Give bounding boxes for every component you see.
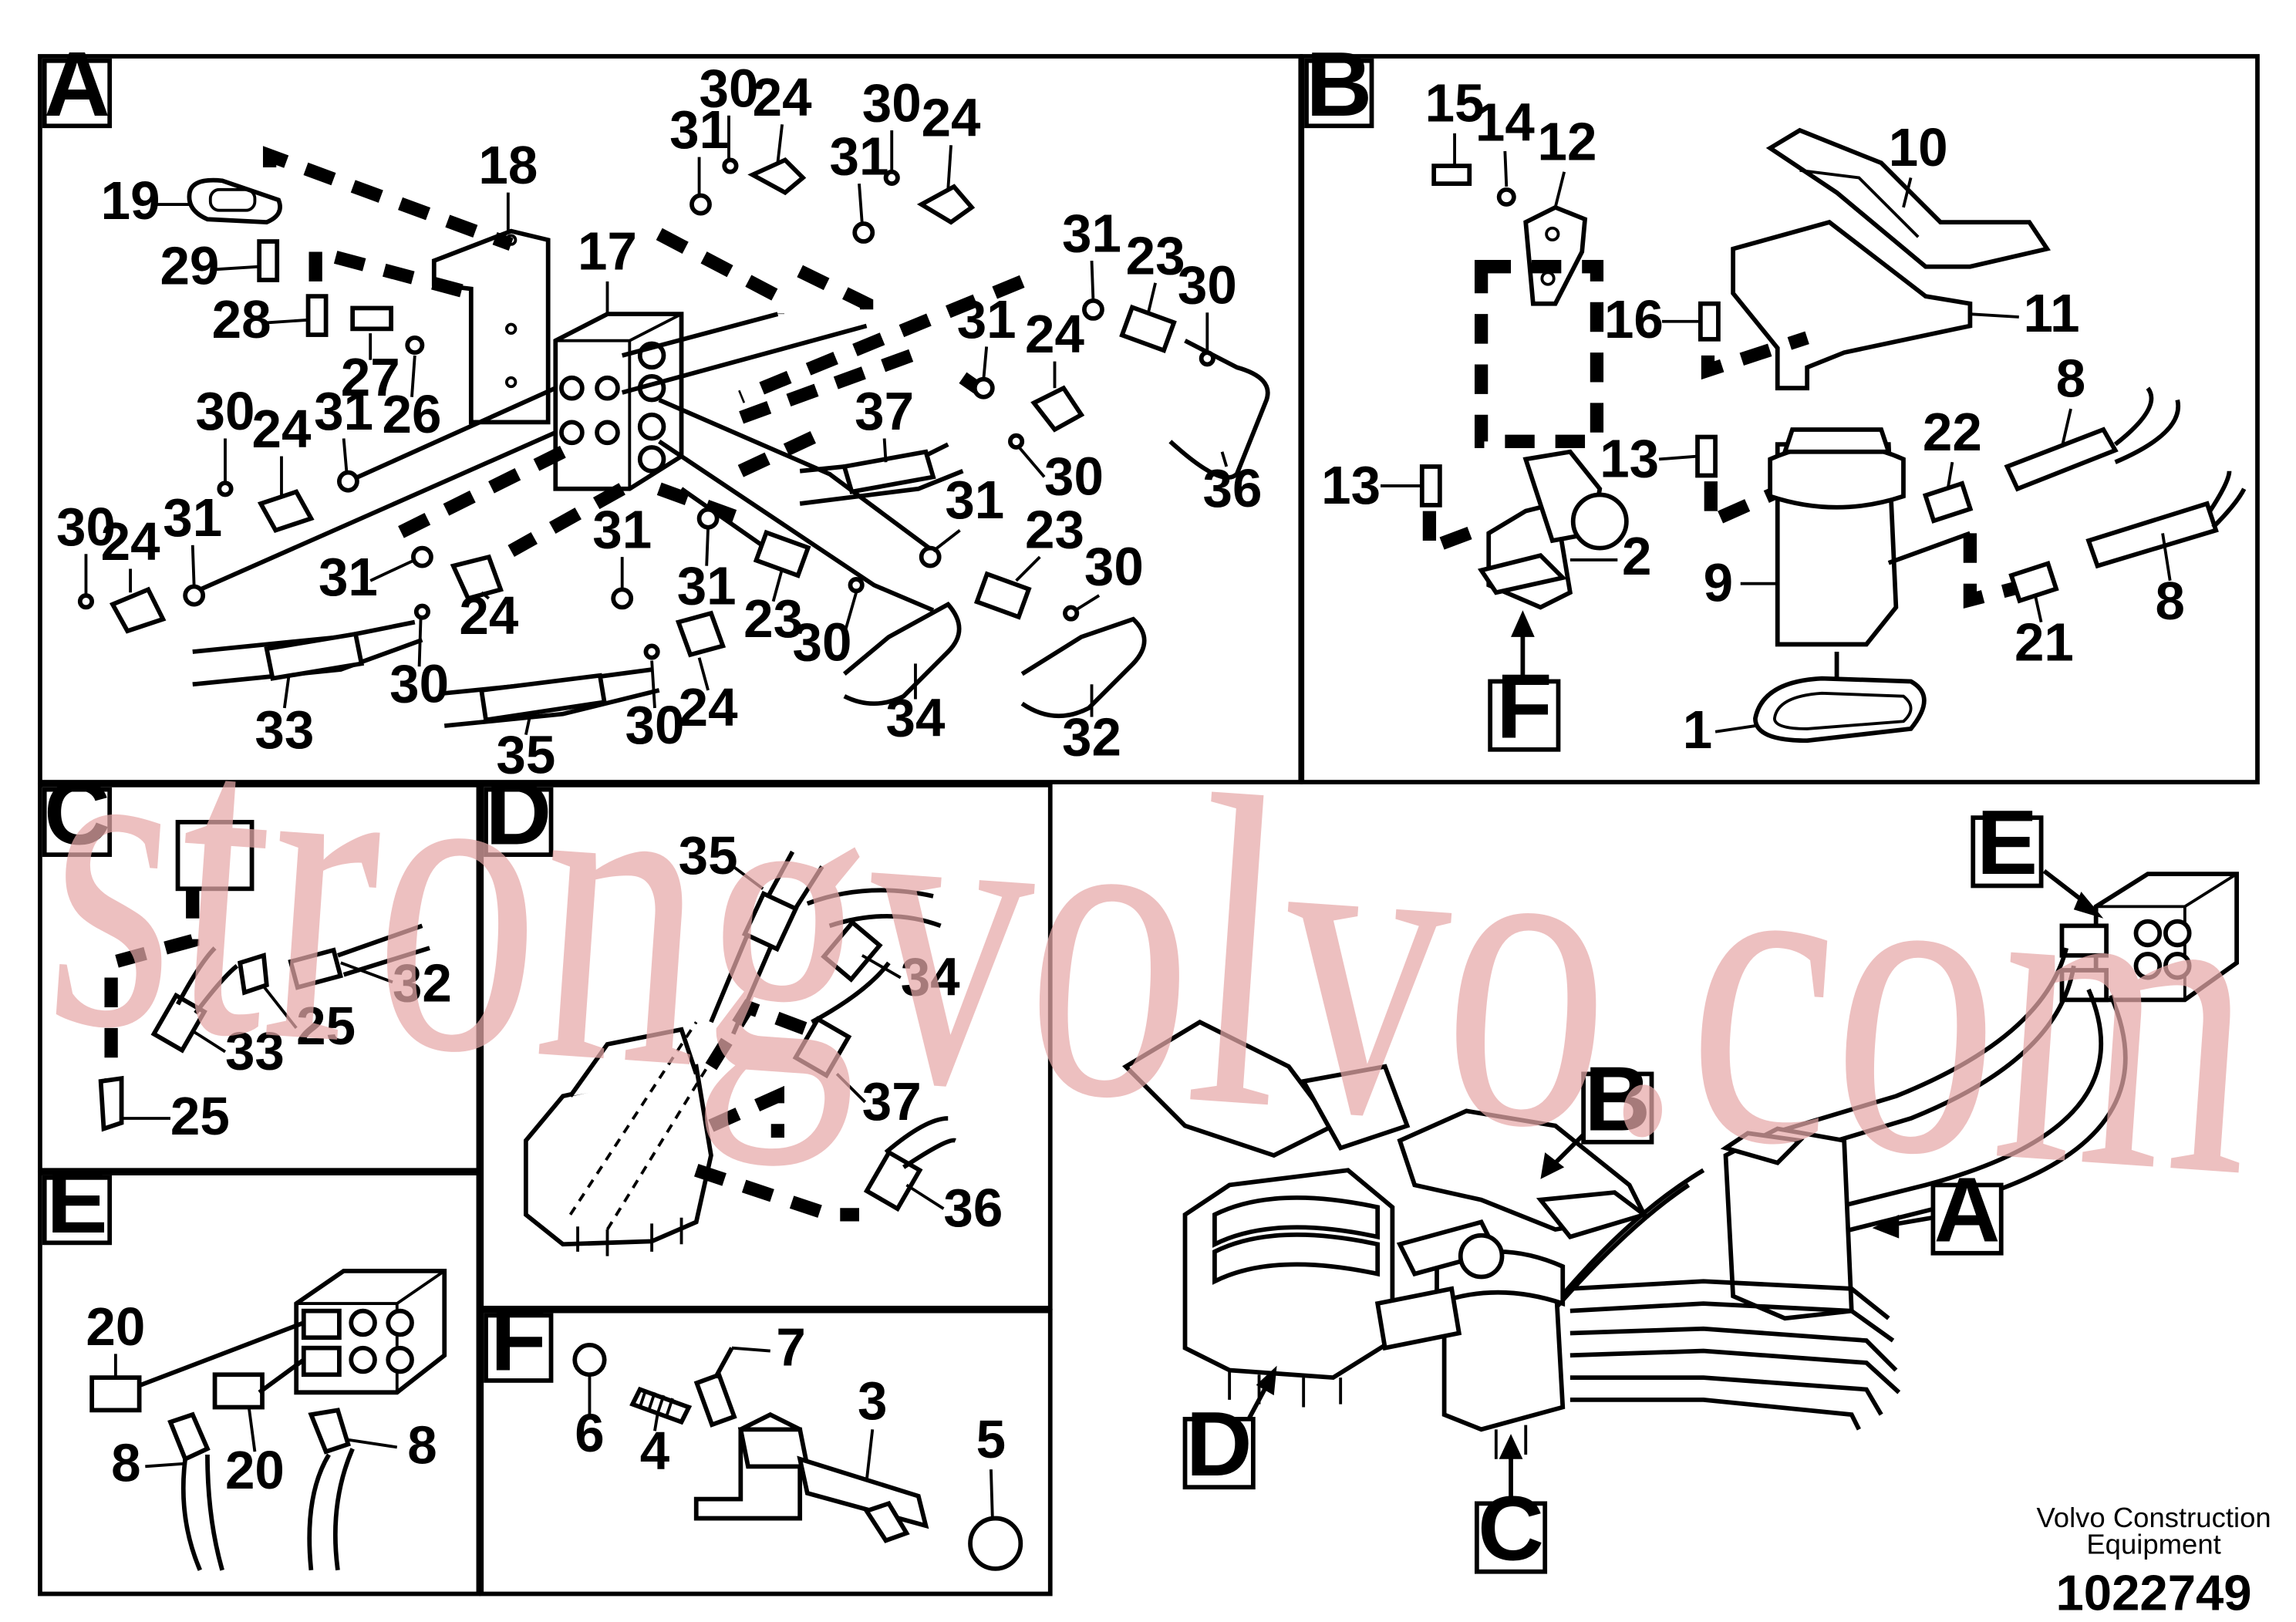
label-a-31d: 31 xyxy=(957,289,1017,349)
panel-e-artwork xyxy=(89,1268,447,1571)
label-a-18: 18 xyxy=(478,135,538,195)
panel-b-artwork xyxy=(1419,127,2247,744)
label-a-24c: 24 xyxy=(1025,304,1084,364)
label-b-12: 12 xyxy=(1538,111,1597,171)
label-a-30e: 30 xyxy=(196,381,255,441)
callout-f: F xyxy=(1496,655,1553,757)
label-e-20a: 20 xyxy=(86,1297,145,1357)
label-a-33: 33 xyxy=(255,700,314,760)
label-c-25b: 25 xyxy=(170,1086,230,1146)
callout-b: B xyxy=(1584,1047,1650,1150)
panel-f-letter: F xyxy=(491,1288,547,1391)
label-b-13a: 13 xyxy=(1321,455,1381,515)
label-a-24e: 24 xyxy=(101,511,160,572)
label-a-36: 36 xyxy=(1203,458,1263,518)
label-b-1: 1 xyxy=(1683,700,1712,760)
label-c-33: 33 xyxy=(225,1021,285,1081)
overview-assembly-artwork xyxy=(1122,869,2239,1504)
label-a-24b: 24 xyxy=(922,88,981,148)
callout-a: A xyxy=(1934,1158,2001,1261)
label-a-30h: 30 xyxy=(793,612,852,673)
label-b-8a: 8 xyxy=(2056,349,2085,409)
label-e-8b: 8 xyxy=(407,1415,437,1475)
label-a-31h: 31 xyxy=(592,500,652,560)
label-b-21: 21 xyxy=(2014,612,2074,673)
label-a-31c: 31 xyxy=(1062,203,1121,263)
label-a-31g: 31 xyxy=(319,547,378,607)
label-b-15: 15 xyxy=(1425,73,1485,133)
label-a-37: 37 xyxy=(855,381,914,441)
callout-c: C xyxy=(1478,1477,1544,1580)
part-labels: 19 29 28 27 26 18 17 31 30 24 31 30 24 3… xyxy=(56,58,2185,1519)
footer: Volvo Construction Equipment 1022749 xyxy=(2036,1502,2271,1621)
label-a-31a: 31 xyxy=(669,99,729,160)
label-a-24d: 24 xyxy=(252,399,312,459)
label-b-11: 11 xyxy=(2023,283,2079,343)
panel-c-letter: C xyxy=(44,762,110,865)
label-b-2: 2 xyxy=(1622,526,1651,586)
panel-f-artwork xyxy=(572,1342,1023,1571)
label-d-37: 37 xyxy=(862,1071,922,1131)
label-f-5: 5 xyxy=(976,1409,1006,1469)
label-a-30f: 30 xyxy=(56,497,116,557)
panel-d-letter: D xyxy=(485,762,551,865)
label-c-25a: 25 xyxy=(296,996,356,1056)
callout-e: E xyxy=(1977,791,2038,894)
panel-d-artwork xyxy=(523,850,956,1256)
doc-number: 1022749 xyxy=(2055,1565,2251,1621)
panel-frames xyxy=(38,54,2260,1597)
section-callouts: F E B A D C xyxy=(1182,655,2044,1580)
label-a-31f: 31 xyxy=(163,487,222,548)
label-a-17: 17 xyxy=(578,221,637,282)
label-e-8a: 8 xyxy=(111,1433,140,1493)
brand-line-2: Equipment xyxy=(2086,1529,2220,1560)
label-b-22: 22 xyxy=(1923,402,1982,462)
label-d-36: 36 xyxy=(943,1178,1003,1238)
panel-b-letter: B xyxy=(1306,33,1372,136)
label-a-24a: 24 xyxy=(753,67,812,127)
brand-line-1: Volvo Construction xyxy=(2036,1502,2271,1533)
label-a-23a: 23 xyxy=(1126,225,1185,285)
panel-e-letter: E xyxy=(46,1150,107,1253)
label-b-9: 9 xyxy=(1704,553,1733,613)
panel-a-letter: A xyxy=(44,33,110,136)
label-b-16: 16 xyxy=(1604,289,1664,349)
label-a-31b: 31 xyxy=(830,126,889,187)
panel-a-artwork xyxy=(77,146,1270,728)
label-a-28: 28 xyxy=(212,289,271,349)
label-a-30c: 30 xyxy=(1178,255,1237,315)
label-f-7: 7 xyxy=(776,1317,805,1378)
label-a-31e: 31 xyxy=(314,381,373,441)
label-a-29: 29 xyxy=(160,236,219,296)
label-b-14: 14 xyxy=(1475,92,1535,152)
callout-d: D xyxy=(1186,1393,1253,1496)
label-a-24f: 24 xyxy=(459,585,518,646)
label-b-13b: 13 xyxy=(1600,428,1659,488)
label-c-32: 32 xyxy=(393,953,452,1013)
label-a-30d: 30 xyxy=(1044,446,1104,506)
label-f-3: 3 xyxy=(858,1371,887,1431)
label-a-31j: 31 xyxy=(945,470,1004,530)
label-b-10: 10 xyxy=(1889,117,1948,177)
label-a-30a: 30 xyxy=(700,58,759,118)
label-a-23c: 23 xyxy=(1025,500,1084,560)
label-a-30g: 30 xyxy=(1084,537,1144,597)
panel-letter-boxes: A B C D E F xyxy=(42,33,1374,1391)
label-d-34: 34 xyxy=(901,947,960,1007)
label-d-35: 35 xyxy=(679,825,738,885)
label-a-19: 19 xyxy=(101,170,160,231)
panel-c-artwork xyxy=(98,820,430,1132)
label-a-30b: 30 xyxy=(862,73,922,133)
